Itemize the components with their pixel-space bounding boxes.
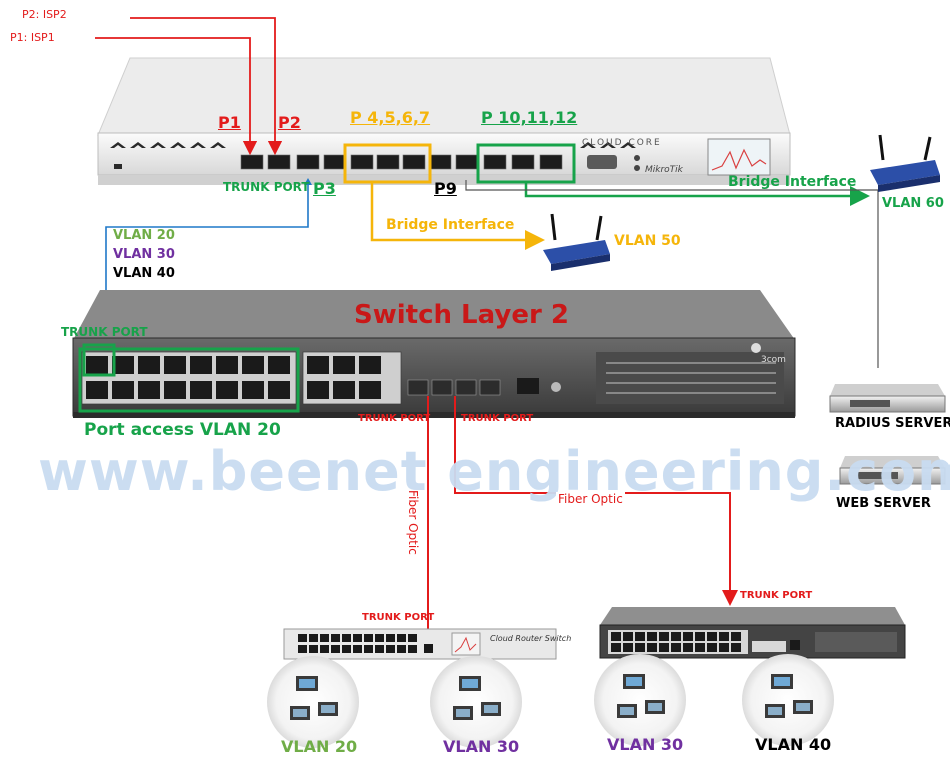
trunk-vlan30-label: VLAN 30 [113,247,175,262]
cloud-core-router [97,57,791,185]
vlan50-label: VLAN 50 [614,233,681,249]
switch-trunk-port-box [82,343,116,377]
access-port-box [78,347,300,413]
port-group-orange-label: P 4,5,6,7 [350,108,431,127]
vlan20-group-label: VLAN 20 [281,737,358,756]
right-switch-trunk-port-label: TRUNK PORT [740,590,813,601]
crs-title: Cloud Router Switch [490,634,572,643]
router-logo: MikroTik [645,165,683,175]
isp1-link [95,37,258,156]
access-switch-right [599,607,906,659]
isp2-label: P2: ISP2 [22,8,67,21]
port-p9-label: P9 [434,179,457,198]
cloud-router-switch [283,628,557,660]
trunk-vlan20-label: VLAN 20 [113,228,175,243]
vlan20-users-icon [267,656,359,748]
port-p1-label: P1 [218,113,241,132]
router-trunk-port-label: TRUNK PORT [223,180,310,194]
bridge-interface-orange-label: Bridge Interface [386,217,515,233]
isp2-link [130,17,283,156]
vlan30-users-icon-b [594,654,686,746]
bridge-interface-green-label: Bridge Interface [728,174,857,190]
switch-brand: 3com [761,355,786,365]
web-server [839,456,946,485]
crs-trunk-port-label: TRUNK PORT [362,612,435,623]
vlan30-group-label-a: VLAN 30 [443,737,520,756]
bridge-green-link [524,182,870,206]
watermark-text: www.beenet engineering.com [38,440,950,503]
router-brand: CLOUD CORE [582,138,662,148]
trunk-link [99,184,309,357]
sfp-trunk-port-right-label: TRUNK PORT [461,413,534,424]
switch-title: Switch Layer 2 [354,300,569,330]
port-group-green-label: P 10,11,12 [481,108,578,127]
bridge-orange-box [343,143,432,184]
wifi-router-vlan60 [870,134,940,192]
vlan60-label: VLAN 60 [882,196,944,211]
vlan30-users-icon-a [430,656,522,748]
radius-server-label: RADIUS SERVER [835,416,950,431]
trunk-vlan40-label: VLAN 40 [113,266,175,281]
port-access-vlan20-label: Port access VLAN 20 [84,420,281,440]
vlan30-group-label-b: VLAN 30 [607,735,684,754]
radius-server [829,384,946,413]
isp1-label: P1: ISP1 [10,31,55,44]
fiber-optic-horizontal-label: Fiber Optic [556,492,625,506]
web-server-label: WEB SERVER [836,496,931,511]
switch-trunk-port-label: TRUNK PORT [61,325,148,339]
port-p2-label: P2 [278,113,301,132]
bridge-orange-link [370,182,545,250]
vlan40-group-label: VLAN 40 [755,735,832,754]
vlan40-users-icon [742,654,834,746]
fiber-optic-vertical-label: Fiber Optic [406,490,420,555]
layer2-switch [72,290,796,418]
wifi-router-vlan50 [543,213,610,271]
port-p3-label: P3 [313,179,336,198]
sfp-trunk-port-left-label: TRUNK PORT [358,413,431,424]
server-link [465,180,879,368]
